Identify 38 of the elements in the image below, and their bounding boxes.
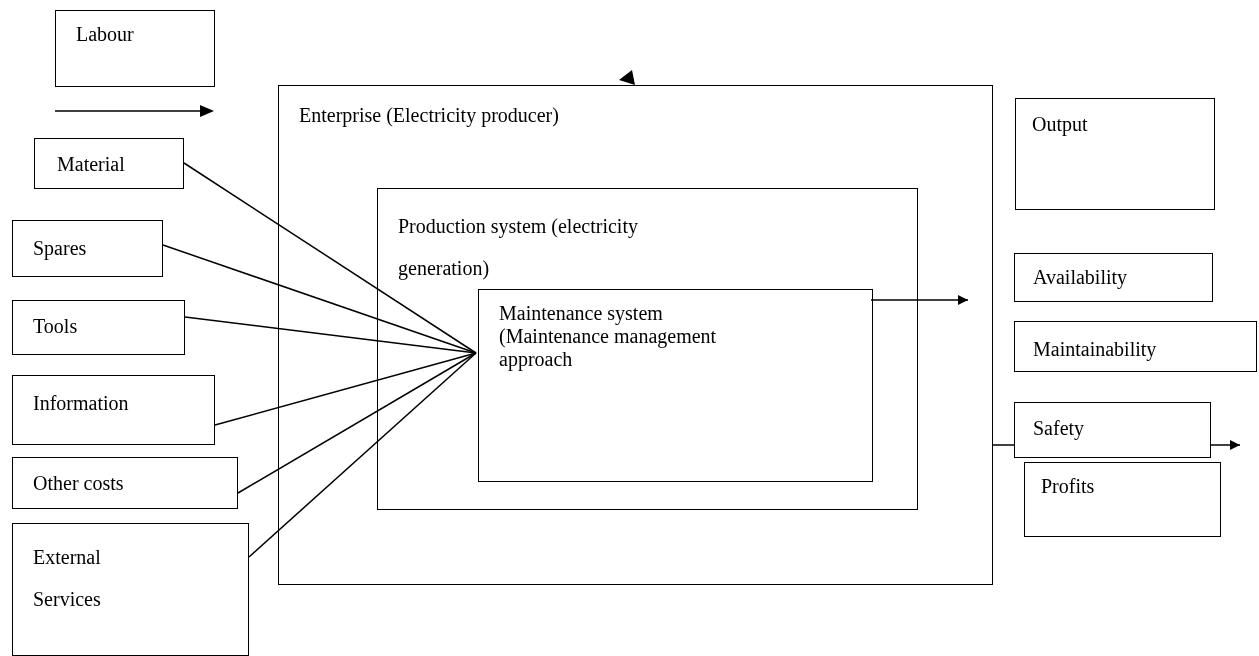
process-box (1015, 98, 1215, 210)
process-box (1014, 253, 1213, 302)
process-box (34, 138, 184, 189)
box-label: Production system (electricity generation) (398, 214, 639, 282)
box-label: Material (57, 153, 125, 176)
box-label: Profits (1041, 475, 1095, 498)
box-label: Availability (1033, 266, 1128, 289)
box-label: Enterprise (Electricity producer) (299, 104, 559, 127)
connector-line (162, 244, 477, 354)
process-box (12, 300, 185, 355)
process-box (12, 457, 238, 509)
connector-line (214, 352, 477, 426)
connector-line (1210, 440, 1241, 450)
box-label: Information (33, 392, 129, 415)
box-label: Maintenance system (Maintenance management approach (499, 302, 718, 371)
process-box (1024, 462, 1221, 537)
connector-line (992, 444, 1015, 446)
process-box (12, 220, 163, 277)
process-box (278, 85, 993, 585)
process-box (1014, 321, 1257, 372)
box-label: Output (1032, 113, 1088, 136)
process-box (12, 523, 249, 656)
process-box (478, 289, 873, 482)
process-box (12, 375, 215, 445)
box-label: Labour (76, 23, 134, 46)
process-box (55, 10, 215, 87)
box-label: Safety (1033, 417, 1085, 440)
connector-line (184, 316, 477, 354)
connector-line (870, 295, 969, 305)
connector-line (183, 162, 477, 354)
process-box (1014, 402, 1211, 458)
connector-line (248, 352, 477, 558)
box-label: External Services (33, 545, 102, 612)
box-label: Spares (33, 237, 87, 260)
box-label: Tools (33, 315, 78, 338)
process-box (377, 188, 918, 510)
box-label: Other costs (33, 472, 124, 495)
box-label: Maintainability (1033, 338, 1157, 361)
